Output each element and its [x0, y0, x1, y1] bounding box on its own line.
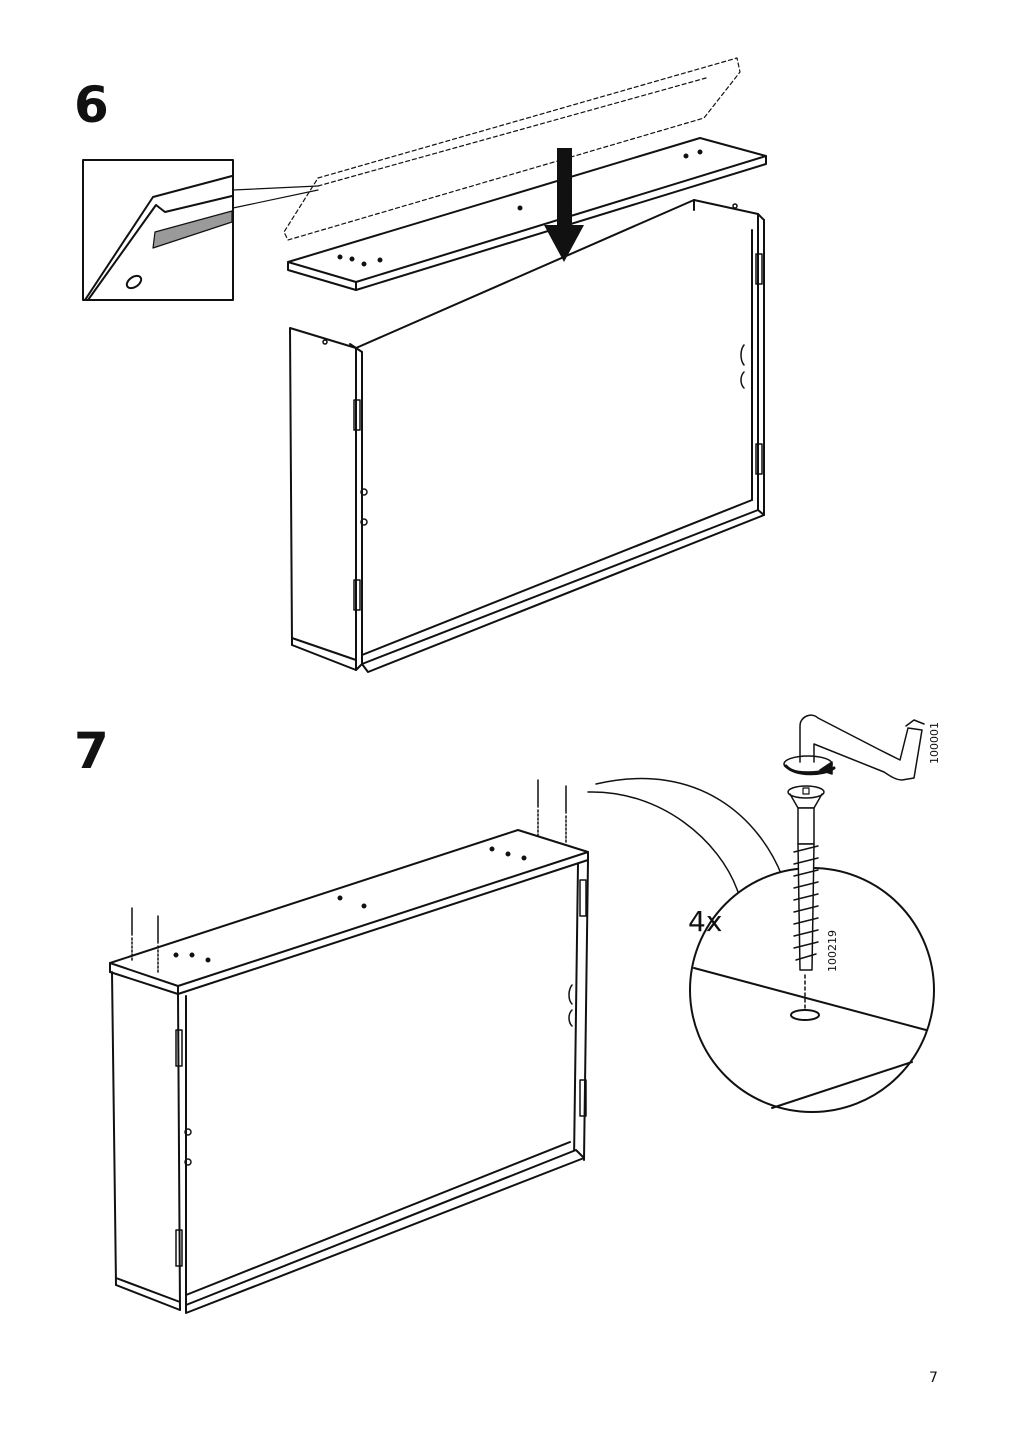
- step-7-number: 7: [74, 722, 109, 780]
- page-number: 7: [929, 1370, 938, 1386]
- cabinet-step6: [289, 199, 765, 673]
- down-arrow-icon: [544, 148, 584, 262]
- allen-key-part-id: 100001: [928, 722, 941, 764]
- screw-part-id: 100219: [826, 930, 839, 972]
- step-6-number: 6: [74, 76, 109, 134]
- screw-icon: [787, 785, 825, 971]
- ghost-top-panel: [283, 57, 741, 241]
- cabinet-step7: [109, 829, 589, 1314]
- allen-key-icon: [799, 714, 925, 781]
- zoom-callout-line: [587, 778, 783, 893]
- top-panel: [287, 137, 767, 291]
- rotation-arrow-icon: [783, 755, 836, 776]
- screw-icon: [131, 779, 567, 973]
- quantity-label: 4x: [688, 905, 723, 938]
- detail-callout-step6: [82, 159, 319, 301]
